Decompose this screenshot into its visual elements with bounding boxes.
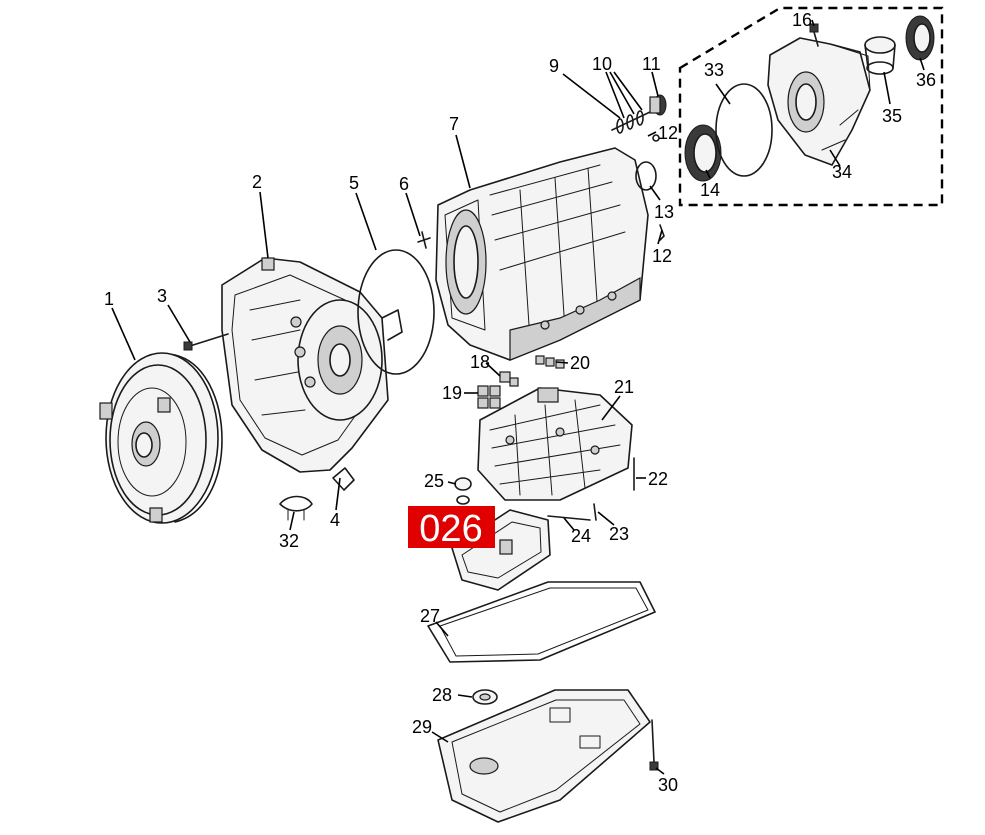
callout-34: 34 bbox=[832, 162, 852, 182]
callout-21: 21 bbox=[614, 377, 634, 397]
callout-28: 28 bbox=[432, 685, 452, 705]
rear-seal bbox=[905, 15, 935, 61]
extension-bushing bbox=[864, 36, 896, 75]
callout-14: 14 bbox=[700, 180, 720, 200]
oil-pan-bolt bbox=[649, 719, 659, 771]
callout-24: 24 bbox=[571, 526, 591, 546]
callout-35: 35 bbox=[882, 106, 902, 126]
badge-background bbox=[408, 506, 495, 548]
leader-lines bbox=[111, 19, 925, 775]
bracket-clip bbox=[332, 467, 355, 491]
callout-16: 16 bbox=[792, 10, 812, 30]
accumulator-springs bbox=[477, 385, 501, 409]
oil-filter bbox=[451, 509, 551, 591]
converter-housing bbox=[221, 257, 403, 473]
extension-housing bbox=[767, 37, 871, 166]
callout-32: 32 bbox=[279, 531, 299, 551]
callout-9: 9 bbox=[549, 56, 559, 76]
seal-plugs bbox=[535, 355, 565, 369]
extension-housing-group-box bbox=[678, 6, 944, 207]
callout-12-upper: 12 bbox=[658, 123, 678, 143]
case-seal bbox=[635, 161, 657, 191]
callout-11: 11 bbox=[642, 54, 661, 74]
dowel-pin bbox=[417, 231, 431, 249]
callout-18: 18 bbox=[470, 352, 490, 372]
callout-2: 2 bbox=[252, 172, 262, 192]
callout-6: 6 bbox=[399, 174, 409, 194]
filter-screen bbox=[499, 371, 519, 387]
callout-27: 27 bbox=[420, 606, 440, 626]
housing-o-ring bbox=[357, 249, 435, 375]
callout-33: 33 bbox=[704, 60, 724, 80]
output-shaft-gear bbox=[649, 94, 667, 116]
housing-bolt bbox=[183, 333, 229, 351]
oil-pan bbox=[437, 689, 651, 823]
callout-13: 13 bbox=[654, 202, 674, 222]
plug-lower bbox=[659, 224, 665, 241]
callout-labels: 1 2 3 4 5 6 7 9 10 11 12 12 13 14 16 18 … bbox=[104, 10, 936, 795]
drain-plug-seal bbox=[472, 689, 498, 705]
retainer-clip bbox=[279, 495, 313, 521]
oil-pan-gasket bbox=[427, 581, 656, 663]
badge-label: 026 bbox=[419, 508, 482, 550]
valve-body-short-bolt bbox=[593, 503, 597, 521]
torque-converter bbox=[99, 352, 223, 524]
callout-1: 1 bbox=[104, 289, 114, 309]
oil-seal bbox=[684, 124, 722, 182]
callout-7: 7 bbox=[449, 114, 459, 134]
callout-29: 29 bbox=[412, 717, 432, 737]
extension-o-ring bbox=[715, 83, 773, 177]
callout-12-lower: 12 bbox=[652, 246, 672, 266]
callout-30: 30 bbox=[658, 775, 678, 795]
callout-3: 3 bbox=[157, 286, 167, 306]
control-valve-body bbox=[477, 387, 633, 501]
callout-23: 23 bbox=[609, 524, 629, 544]
filter-seal bbox=[454, 477, 472, 505]
output-seal-rings bbox=[611, 110, 651, 134]
transmission-case bbox=[435, 147, 649, 361]
callout-5: 5 bbox=[349, 173, 359, 193]
callout-22: 22 bbox=[648, 469, 668, 489]
highlight-badge: 026 bbox=[408, 506, 495, 550]
callout-10: 10 bbox=[592, 54, 612, 74]
callout-25: 25 bbox=[424, 471, 444, 491]
callout-20: 20 bbox=[570, 353, 590, 373]
callout-19: 19 bbox=[442, 383, 462, 403]
callout-36: 36 bbox=[916, 70, 936, 90]
callout-4: 4 bbox=[330, 510, 340, 530]
manual-valve-link bbox=[547, 515, 591, 521]
plug-upper bbox=[652, 134, 660, 142]
